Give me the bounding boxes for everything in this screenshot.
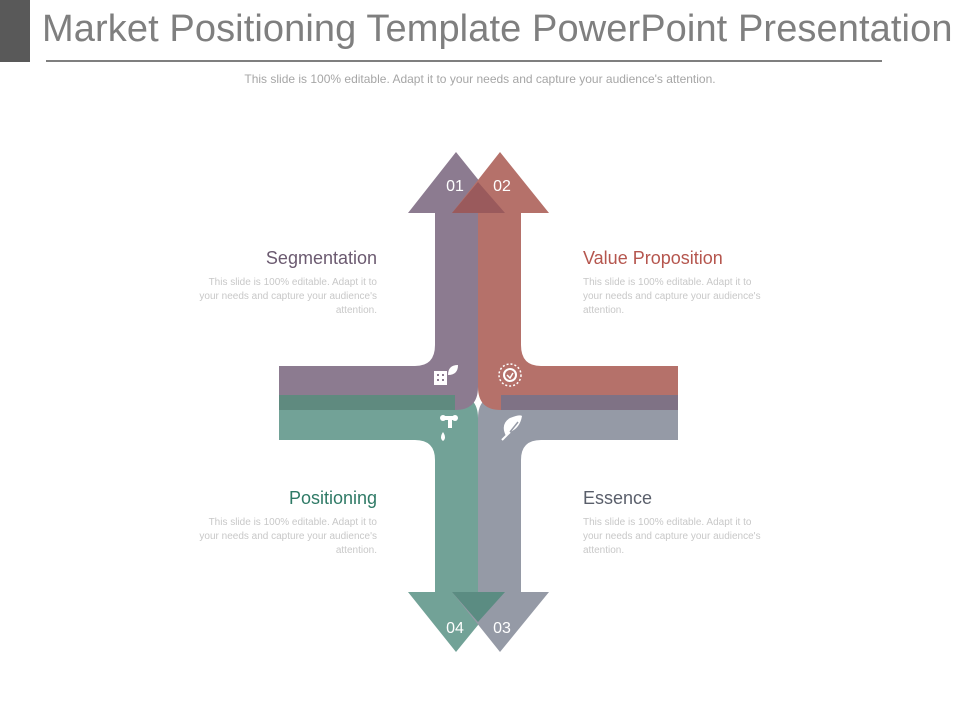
positioning-description: This slide is 100% editable. Adapt it to… xyxy=(199,517,377,556)
leaf-hand-icon xyxy=(501,415,522,441)
number-01: 01 xyxy=(446,178,464,195)
value-proposition-title: Value Proposition xyxy=(583,248,723,268)
slide-title: Market Positioning Template PowerPoint P… xyxy=(42,8,953,50)
arrow-segmentation xyxy=(279,152,505,410)
essence-title: Essence xyxy=(583,488,653,508)
value-proposition-description: This slide is 100% editable. Adapt it to… xyxy=(583,277,761,316)
overlap-bottom xyxy=(452,592,505,622)
number-03: 03 xyxy=(493,620,511,637)
overlap-band-left xyxy=(279,395,455,410)
number-04: 04 xyxy=(446,620,464,637)
essence-description: This slide is 100% editable. Adapt it to… xyxy=(583,517,761,556)
arrow-essence xyxy=(452,395,678,652)
arrow-positioning xyxy=(279,395,505,652)
recycle-gear-icon xyxy=(498,363,522,387)
title-divider xyxy=(46,60,882,62)
overlap-top xyxy=(452,182,505,213)
title-corner-block xyxy=(0,0,30,62)
overlap-band-right xyxy=(501,395,678,410)
number-02: 02 xyxy=(493,178,511,195)
segmentation-title: Segmentation xyxy=(265,248,377,268)
water-tap-icon xyxy=(440,415,458,441)
positioning-title: Positioning xyxy=(288,488,377,508)
segmentation-description: This slide is 100% editable. Adapt it to… xyxy=(199,277,377,316)
arrow-value-proposition xyxy=(452,152,678,410)
building-leaf-icon xyxy=(434,365,458,385)
slide-subtitle: This slide is 100% editable. Adapt it to… xyxy=(244,72,716,86)
